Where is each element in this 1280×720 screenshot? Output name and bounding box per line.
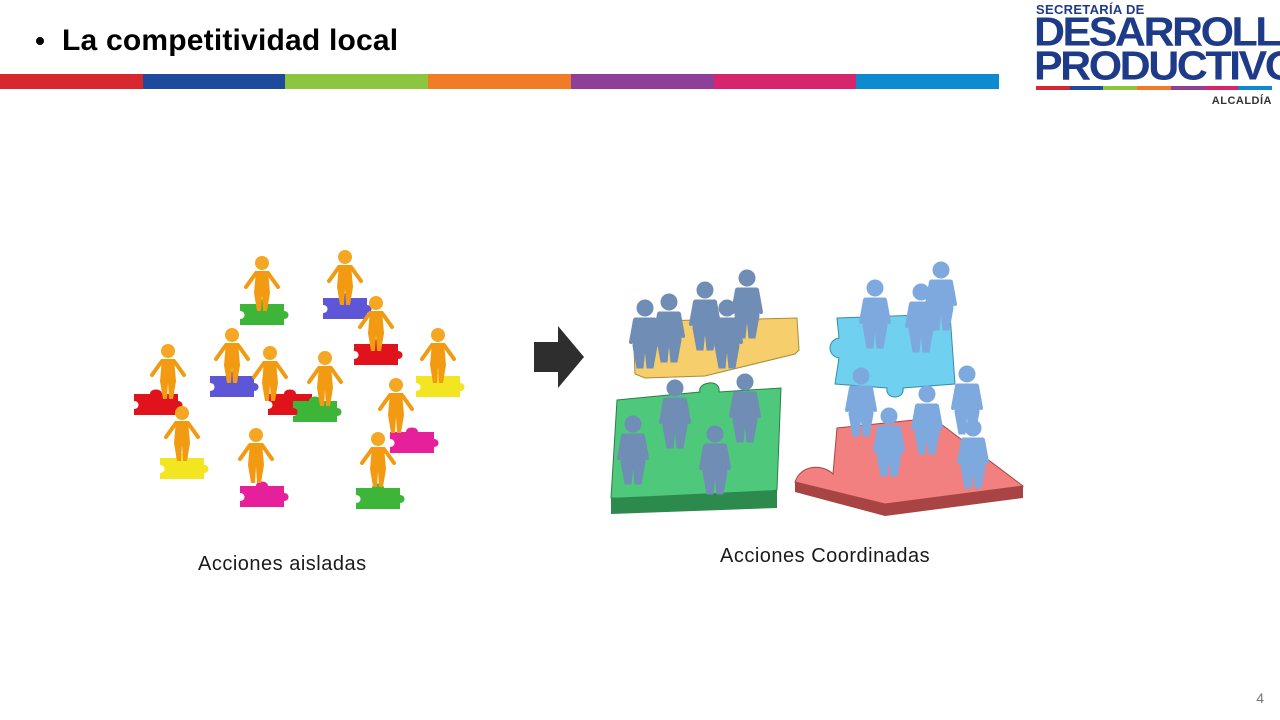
puzzle-group-5 bbox=[210, 326, 259, 397]
secretaria-logo: SECRETARÍA DE DESARROLLO PRODUCTIVO ALCA… bbox=[1034, 2, 1280, 110]
puzzle-group-1 bbox=[240, 254, 289, 325]
slide-title: La competitividad local bbox=[62, 24, 399, 57]
stripe-green bbox=[285, 74, 429, 89]
puzzle-group-10 bbox=[160, 404, 209, 479]
left-caption: Acciones aisladas bbox=[198, 553, 367, 575]
stripe-purple bbox=[570, 74, 714, 89]
color-stripe bbox=[0, 74, 1000, 89]
right-arrow-icon bbox=[534, 326, 584, 388]
stripe-cyan bbox=[856, 74, 1000, 89]
page-number: 4 bbox=[1256, 690, 1264, 706]
coordinated-actions-illustration bbox=[610, 260, 1025, 516]
slide-title-row: La competitividad local bbox=[36, 24, 398, 58]
stripe-blue bbox=[142, 74, 286, 89]
puzzle-group-4 bbox=[416, 326, 465, 397]
stripe-magenta bbox=[713, 74, 857, 89]
puzzle-group-2 bbox=[323, 248, 372, 319]
stripe-orange bbox=[428, 74, 571, 89]
logo-line-2: DESARROLLO bbox=[1034, 9, 1280, 55]
stripe-red bbox=[0, 74, 143, 89]
puzzle-red bbox=[794, 417, 1025, 516]
puzzle-group-6 bbox=[134, 342, 186, 415]
right-caption: Acciones Coordinadas bbox=[720, 545, 931, 567]
puzzle-group-8 bbox=[293, 349, 343, 422]
puzzle-group-11 bbox=[238, 426, 289, 507]
isolated-actions-illustration bbox=[134, 248, 465, 509]
logo-line-1: SECRETARÍA DE bbox=[1036, 2, 1145, 17]
logo-line-3: PRODUCTIVO bbox=[1034, 43, 1280, 89]
bullet-icon bbox=[36, 37, 44, 45]
logo-line-4: ALCALDÍA bbox=[1211, 95, 1272, 107]
logo-color-stripe bbox=[1036, 86, 1273, 90]
